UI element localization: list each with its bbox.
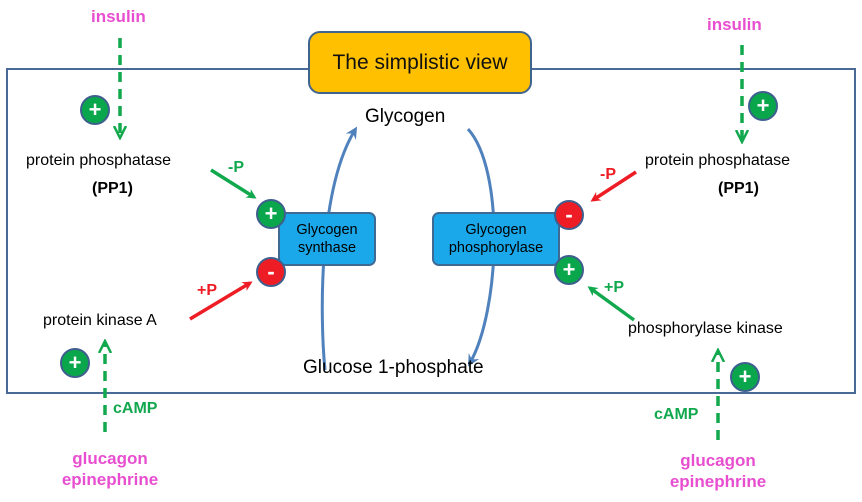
glucose-1-phosphate-label: Glucose 1-phosphate [303, 357, 484, 378]
insulin-left-label: insulin [91, 7, 146, 26]
glycogen-synthase-line1: Glycogen [296, 222, 358, 238]
camp-right-label: cAMP [654, 406, 699, 423]
camp-left-label: cAMP [113, 400, 158, 417]
inhibition-badge-synthase: - [256, 257, 286, 287]
glucagon-right-label: glucagon [680, 451, 756, 470]
pp1-to-phosphorylase-arrow [590, 170, 637, 202]
epinephrine-right-label: epinephrine [669, 472, 767, 491]
title-box: The simplistic view [308, 31, 532, 94]
inhibition-badge-phosphorylase: - [554, 200, 584, 230]
glycogen-synthase-line2: synthase [297, 240, 357, 256]
glucagon-left-label: glucagon [72, 449, 148, 468]
phosphorylase-kinase-label: phosphorylase kinase [628, 320, 783, 337]
glucagon-epinephrine-left: glucagon epinephrine [40, 448, 180, 490]
dephosphorylation-right-label: -P [600, 166, 616, 183]
pp1-right-label: (PP1) [718, 180, 759, 197]
activation-badge-camp-right: + [730, 362, 760, 392]
activation-badge-insulin-right: + [748, 91, 778, 121]
glycogen-phosphorylase-line2: phosphorylase [448, 240, 544, 256]
glycogen-phosphorylase-box: Glycogen phosphorylase [432, 212, 560, 266]
pka-to-synthase-arrow [189, 281, 253, 321]
activation-badge-camp-left: + [60, 348, 90, 378]
epinephrine-left-label: epinephrine [61, 470, 159, 489]
glycogen-synthase-box: Glycogen synthase [278, 212, 376, 266]
glycogen-phosphorylase-line1: Glycogen [465, 222, 527, 238]
phosphorylation-left-label: +P [197, 282, 218, 299]
activation-badge-phosphorylase: + [554, 255, 584, 285]
diagram-title: The simplistic view [332, 50, 508, 74]
protein-kinase-a-label: protein kinase A [43, 312, 157, 329]
pp1-to-synthase-arrow [210, 168, 257, 199]
glycogen-label: Glycogen [365, 106, 446, 127]
dephosphorylation-left-label: -P [228, 159, 244, 176]
protein-phosphatase-right-label: protein phosphatase [645, 152, 790, 169]
phk-to-phosphorylase-arrow [587, 286, 636, 322]
protein-phosphatase-left-label: protein phosphatase [26, 152, 171, 169]
insulin-right-label: insulin [707, 15, 762, 34]
activation-badge-insulin-left: + [80, 95, 110, 125]
phosphorylation-right-label: +P [604, 279, 625, 296]
activation-badge-synthase: + [256, 199, 286, 229]
glucagon-epinephrine-right: glucagon epinephrine [648, 450, 788, 492]
pp1-left-label: (PP1) [92, 180, 133, 197]
